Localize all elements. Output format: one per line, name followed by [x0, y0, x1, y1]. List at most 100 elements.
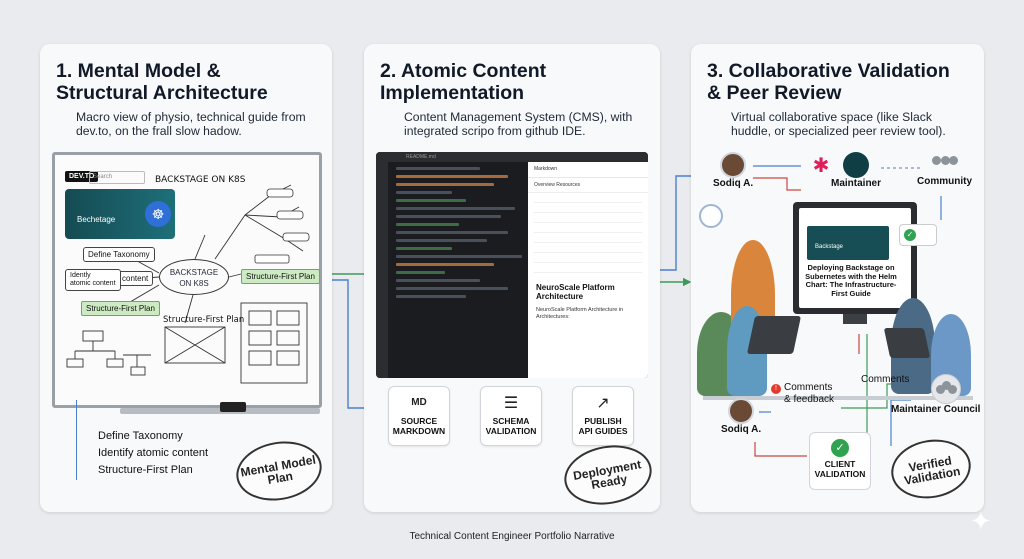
ide-window: README.md Markdown Overview Resources Ne… — [376, 152, 648, 378]
sketch-label-structure-first: Structure-First Plan — [163, 315, 245, 325]
title-line: 2. Atomic Content — [380, 60, 547, 82]
chat-bubble-icon: ✓ — [899, 224, 937, 246]
slack-icon: ✱ — [812, 155, 830, 177]
monitor-screen: Backstage Deploying Backstage on Suberne… — [799, 208, 911, 308]
document-icon: ☰ — [503, 395, 519, 412]
client-validation-line: CLIENT — [824, 459, 856, 469]
title-line: & Peer Review — [707, 82, 842, 104]
panel-description: Content Management System (CMS), with in… — [404, 110, 633, 138]
node-label: Sodiq A. — [713, 178, 754, 189]
node-label: Community — [917, 176, 972, 187]
step-publish-api-guides: ↗ PUBLISH API GUIDES — [572, 386, 634, 446]
hero-banner: Bechetage ☸ — [65, 189, 175, 239]
whiteboard-sketch-lines — [66, 184, 310, 384]
node-maintainer: Maintainer — [831, 152, 881, 189]
node-define-taxonomy: Define Taxonomy — [83, 247, 155, 262]
step-label-line: PUBLISH — [584, 416, 622, 426]
maintainer-logo — [843, 152, 869, 178]
monitor: Backstage Deploying Backstage on Suberne… — [793, 202, 917, 314]
identify-line: atomic content — [70, 280, 116, 287]
panel-collaborative-validation: 3. Collaborative Validation & Peer Revie… — [691, 44, 984, 512]
whiteboard-heading: BACKSTAGE ON K8S — [155, 175, 246, 185]
panel-title: 1. Mental Model & Structural Architectur… — [56, 60, 322, 104]
eraser-icon — [220, 402, 246, 412]
ide-activity-bar — [376, 162, 388, 378]
step-schema-validation: ☰ SCHEMA VALIDATION — [480, 386, 542, 446]
comments-feedback-line: & feedback — [784, 394, 835, 405]
check-icon: ✓ — [831, 439, 849, 457]
clock-icon — [699, 204, 723, 228]
people-icon — [931, 154, 958, 176]
step-label: PUBLISH API GUIDES — [573, 416, 633, 436]
panel-title: 3. Collaborative Validation & Peer Revie… — [707, 60, 974, 104]
legend-item: Structure-First Plan — [98, 464, 193, 476]
node-community: Community — [917, 154, 972, 187]
panel-title: 2. Atomic Content Implementation — [380, 60, 650, 104]
comments-feedback-label: !Comments & feedback — [771, 382, 834, 406]
step-label-line: VALIDATION — [485, 426, 537, 436]
footer-caption: Technical Content Engineer Portfolio Nar… — [409, 531, 615, 542]
desk — [703, 396, 973, 400]
cms-pane-header: Markdown — [528, 162, 648, 178]
stamp-deployment-ready: Deployment Ready — [559, 438, 657, 512]
client-validation-label: CLIENT VALIDATION — [810, 459, 870, 479]
note-subtitle: NeuroScale Platform Architecture in Arch… — [536, 307, 624, 320]
avatar — [728, 398, 755, 424]
whiteboard: DEV.TO Search BACKSTAGE ON K8S Bechetage… — [52, 152, 322, 408]
ide-titlebar: README.md — [376, 152, 648, 162]
legend-list: Define Taxonomy Identify atomic content … — [98, 428, 208, 479]
step-label-line: MARKDOWN — [392, 426, 446, 436]
node-sodiq-bottom: Sodiq A. — [721, 398, 761, 435]
title-line: Structural Architecture — [56, 82, 268, 104]
step-label: SCHEMA VALIDATION — [481, 416, 541, 436]
devto-logo: DEV.TO — [65, 171, 99, 182]
node-label: Maintainer — [831, 178, 882, 189]
client-validation-line: VALIDATION — [814, 469, 866, 479]
note-title: NeuroScale Platform Architecture — [536, 283, 615, 301]
mindmap-center: BACKSTAGE ON K8S — [159, 259, 229, 295]
avatar — [720, 152, 747, 178]
panel-atomic-content: 2. Atomic Content Implementation Content… — [364, 44, 660, 512]
step-label: SOURCE MARKDOWN — [389, 416, 449, 436]
node-structure-first-right: Structure-First Plan — [241, 269, 320, 284]
center-line: BACKSTAGE — [169, 268, 219, 277]
legend-item: Define Taxonomy — [98, 430, 183, 442]
cms-pane: Markdown Overview Resources NeuroScale P… — [528, 162, 648, 378]
node-sodiq-top: Sodiq A. — [713, 152, 753, 189]
monitor-article-banner: Backstage — [807, 226, 889, 260]
title-line: 1. Mental Model & — [56, 60, 221, 82]
identify-line: Idently — [70, 272, 91, 279]
step-label-line: SCHEMA — [492, 416, 530, 426]
node-identify: Idently atomic content — [65, 269, 121, 291]
banner-text: Backstage — [815, 244, 844, 250]
legend-connector — [76, 400, 96, 480]
node-structure-first-left: Structure-First Plan — [81, 301, 160, 316]
markdown-file-icon: MD — [411, 397, 427, 408]
cms-pane-tabs[interactable]: Overview Resources — [528, 178, 648, 193]
comments-feedback-line: Comments — [784, 382, 833, 393]
laptop-icon — [746, 316, 802, 354]
code-editor — [388, 162, 528, 378]
node-label: Maintainer Council — [891, 404, 981, 415]
step-label-line: API GUIDES — [578, 426, 628, 436]
node-label: Sodiq A. — [721, 424, 762, 435]
step-source-markdown: MD SOURCE MARKDOWN — [388, 386, 450, 446]
title-line: 3. Collaborative Validation — [707, 60, 950, 82]
kubernetes-icon: ☸ — [145, 201, 171, 227]
panel-description: Virtual collaborative space (like Slack … — [731, 110, 946, 138]
alert-icon: ! — [771, 384, 781, 394]
legend-item: Identify atomic content — [98, 447, 209, 459]
step-label-line: SOURCE — [400, 416, 438, 426]
monitor-article-title: Deploying Backstage on Subernetes with t… — [805, 263, 897, 298]
laptop-icon — [883, 328, 931, 358]
stamp-mental-model-plan: Mental Model Plan — [231, 434, 327, 508]
people-icon — [930, 374, 961, 404]
client-validation-card: ✓ CLIENT VALIDATION — [809, 432, 871, 490]
search-box: Search — [89, 171, 145, 184]
comments-label: Comments — [861, 374, 910, 385]
monitor-stand — [843, 314, 867, 324]
center-line: ON K8S — [179, 279, 209, 288]
node-maintainer-council: Maintainer Council — [891, 374, 980, 415]
panel-description: Macro view of physio, technical guide fr… — [76, 110, 306, 138]
node-content: content — [117, 271, 154, 286]
